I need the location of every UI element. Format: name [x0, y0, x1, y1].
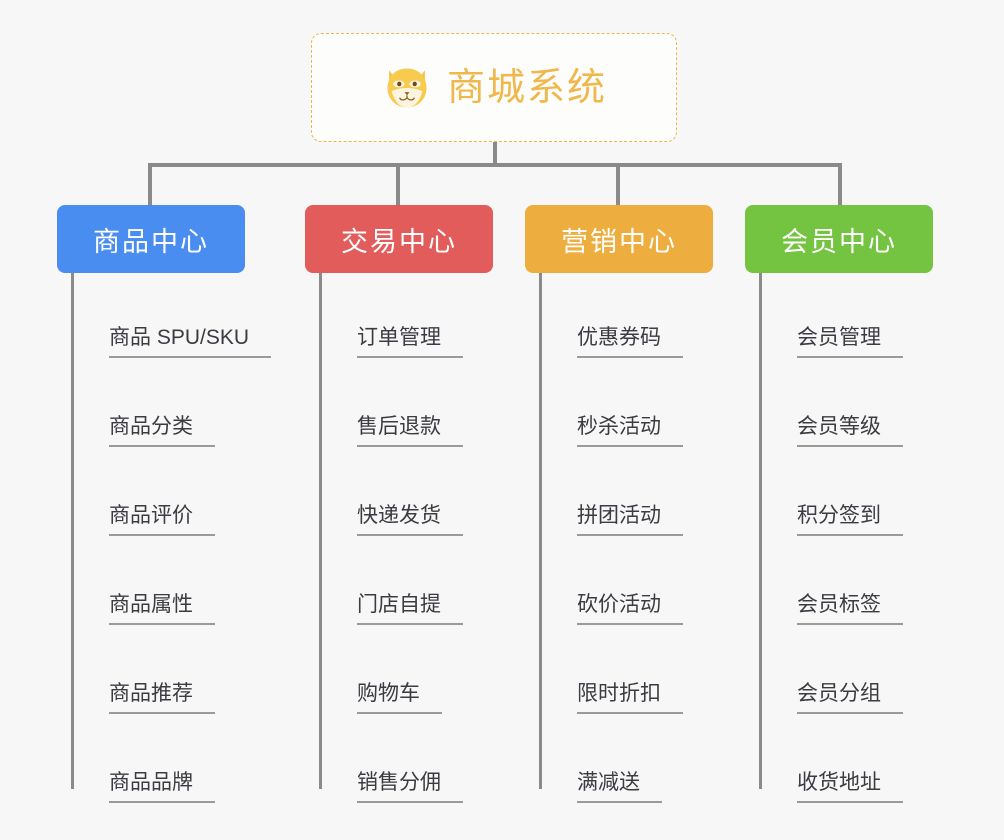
leaf-label: 销售分佣	[357, 769, 463, 803]
list-item[interactable]: 售后退款	[319, 362, 493, 451]
category-column-4: 会员中心 会员管理 会员等级 积分签到 会员标签 会员分组 收货地址	[745, 205, 933, 807]
leaf-label: 商品属性	[109, 591, 215, 625]
leaf-label: 商品分类	[109, 413, 215, 447]
leaf-label: 积分签到	[797, 502, 903, 536]
list-item[interactable]: 商品分类	[71, 362, 245, 451]
list-item[interactable]: 会员标签	[759, 540, 933, 629]
leaf-spine-2	[319, 273, 322, 789]
list-item[interactable]: 会员管理	[759, 273, 933, 362]
list-item[interactable]: 商品 SPU/SKU	[71, 273, 272, 362]
leaf-list-4: 会员管理 会员等级 积分签到 会员标签 会员分组 收货地址	[759, 273, 933, 807]
leaf-label: 商品 SPU/SKU	[109, 324, 272, 358]
connector-drop-1	[148, 163, 152, 205]
list-item[interactable]: 收货地址	[759, 718, 933, 807]
category-header-2[interactable]: 交易中心	[305, 205, 493, 273]
leaf-label: 收货地址	[797, 769, 903, 803]
list-item[interactable]: 商品评价	[71, 451, 245, 540]
category-label-3: 营销中心	[561, 226, 677, 257]
leaf-label: 商品推荐	[109, 680, 215, 714]
category-header-1[interactable]: 商品中心	[57, 205, 245, 273]
category-column-3: 营销中心 优惠券码 秒杀活动 拼团活动 砍价活动 限时折扣 满减送	[525, 205, 713, 807]
list-item[interactable]: 秒杀活动	[539, 362, 713, 451]
leaf-label: 订单管理	[357, 324, 463, 358]
category-column-1: 商品中心 商品 SPU/SKU 商品分类 商品评价 商品属性 商品推荐 商品品牌	[57, 205, 272, 807]
list-item[interactable]: 销售分佣	[319, 718, 493, 807]
leaf-label: 优惠券码	[577, 324, 683, 358]
leaf-list-1: 商品 SPU/SKU 商品分类 商品评价 商品属性 商品推荐 商品品牌	[71, 273, 272, 807]
leaf-label: 门店自提	[357, 591, 463, 625]
category-header-4[interactable]: 会员中心	[745, 205, 933, 273]
list-item[interactable]: 商品品牌	[71, 718, 245, 807]
list-item[interactable]: 砍价活动	[539, 540, 713, 629]
leaf-label: 会员标签	[797, 591, 903, 625]
connector-drop-3	[616, 163, 620, 205]
list-item[interactable]: 商品推荐	[71, 629, 245, 718]
list-item[interactable]: 积分签到	[759, 451, 933, 540]
leaf-spine-3	[539, 273, 542, 789]
category-label-1: 商品中心	[93, 226, 209, 257]
leaf-label: 购物车	[357, 680, 442, 714]
root-node[interactable]: 商城系统	[311, 33, 677, 142]
root-title: 商城系统	[446, 66, 607, 109]
list-item[interactable]: 购物车	[319, 629, 493, 718]
list-item[interactable]: 商品属性	[71, 540, 245, 629]
leaf-label: 秒杀活动	[577, 413, 683, 447]
leaf-label: 拼团活动	[577, 502, 683, 536]
leaf-spine-1	[71, 273, 74, 789]
connector-bus	[148, 163, 842, 167]
leaf-spine-4	[759, 273, 762, 789]
category-label-2: 交易中心	[341, 226, 457, 257]
list-item[interactable]: 快递发货	[319, 451, 493, 540]
list-item[interactable]: 会员等级	[759, 362, 933, 451]
leaf-list-3: 优惠券码 秒杀活动 拼团活动 砍价活动 限时折扣 满减送	[539, 273, 713, 807]
leaf-label: 限时折扣	[577, 680, 683, 714]
list-item[interactable]: 门店自提	[319, 540, 493, 629]
shiba-dog-face-icon	[387, 68, 427, 107]
leaf-label: 快递发货	[357, 502, 463, 536]
list-item[interactable]: 订单管理	[319, 273, 493, 362]
leaf-label: 会员等级	[797, 413, 903, 447]
connector-drop-4	[838, 163, 842, 205]
connector-drop-2	[396, 163, 400, 205]
leaf-label: 会员分组	[797, 680, 903, 714]
leaf-list-2: 订单管理 售后退款 快递发货 门店自提 购物车 销售分佣	[319, 273, 493, 807]
category-label-4: 会员中心	[781, 226, 897, 257]
list-item[interactable]: 会员分组	[759, 629, 933, 718]
connector-root-stem	[493, 142, 497, 166]
leaf-label: 砍价活动	[577, 591, 683, 625]
list-item[interactable]: 满减送	[539, 718, 713, 807]
leaf-label: 满减送	[577, 769, 662, 803]
category-column-2: 交易中心 订单管理 售后退款 快递发货 门店自提 购物车 销售分佣	[305, 205, 493, 807]
leaf-label: 商品品牌	[109, 769, 215, 803]
leaf-label: 会员管理	[797, 324, 903, 358]
leaf-label: 售后退款	[357, 413, 463, 447]
leaf-label: 商品评价	[109, 502, 215, 536]
list-item[interactable]: 限时折扣	[539, 629, 713, 718]
list-item[interactable]: 优惠券码	[539, 273, 713, 362]
list-item[interactable]: 拼团活动	[539, 451, 713, 540]
category-header-3[interactable]: 营销中心	[525, 205, 713, 273]
